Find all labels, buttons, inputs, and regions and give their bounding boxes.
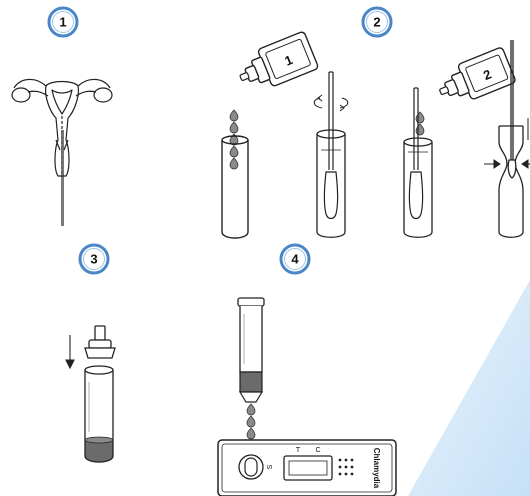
- drops-1: [229, 109, 239, 170]
- step-number-1: 1: [59, 15, 66, 30]
- control-line-label: C: [315, 447, 320, 454]
- squeeze-arrow-right-icon: [521, 159, 530, 169]
- inverted-tube: [237, 297, 265, 403]
- rotate-arrow-icon: [313, 94, 349, 112]
- step-badge-3: 3: [78, 243, 110, 275]
- corner-accent-shape: [408, 280, 530, 496]
- extraction-tube-2a: [221, 135, 249, 239]
- squeezed-tube: [498, 40, 524, 238]
- dot-grid: [338, 458, 354, 476]
- step-number-2: 2: [373, 15, 380, 30]
- squeeze-arrow-left-icon: [484, 159, 501, 169]
- swab-step1: [61, 130, 64, 226]
- test-cassette: S T C Chlamydia: [217, 439, 397, 496]
- sample-tube-step3: [84, 365, 114, 463]
- step-badge-4: 4: [279, 243, 311, 275]
- reagent-bottle-2: 2: [439, 47, 516, 100]
- reagent-bottle-1: 1: [239, 31, 319, 87]
- test-line-label: T: [296, 447, 301, 454]
- down-arrow-icon: [65, 335, 75, 370]
- drops-2: [415, 111, 425, 136]
- cassette-brand-label: Chlamydia: [372, 448, 381, 489]
- sample-well: [238, 454, 264, 480]
- step-number-4: 4: [291, 252, 299, 267]
- extraction-tube-2b: [316, 129, 346, 238]
- step-badge-2: 2: [361, 6, 393, 38]
- swab-step2b: [323, 71, 339, 220]
- drops-4: [246, 403, 256, 440]
- uterus-illustration: [11, 78, 113, 177]
- swab-step2c: [408, 87, 424, 220]
- step-badge-1: 1: [47, 6, 79, 38]
- step-number-3: 3: [90, 252, 97, 267]
- sample-well-label: S: [267, 464, 274, 469]
- dropper-cap: [84, 325, 116, 359]
- result-window: [283, 455, 333, 481]
